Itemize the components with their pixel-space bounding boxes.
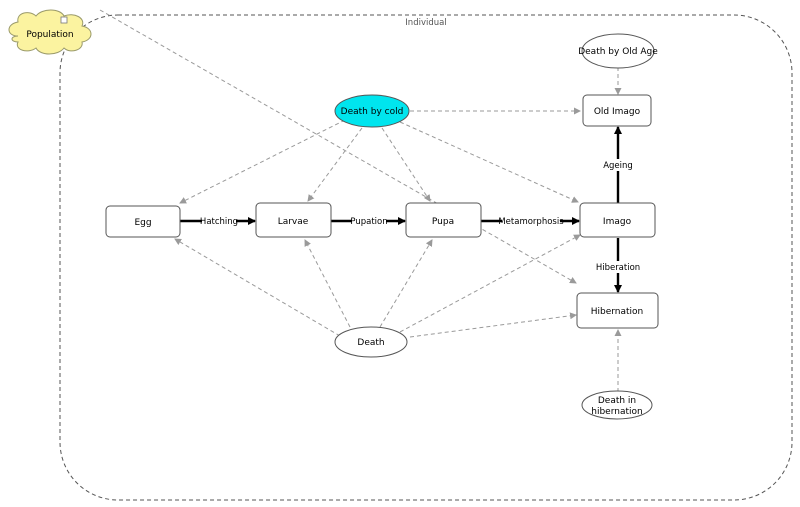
stock-pupa[interactable]: Pupa — [405, 202, 482, 238]
stock-hibernation-label: Hibernation — [591, 307, 644, 317]
edge-death-to-hibernation — [409, 312, 577, 338]
influence-edges — [99, 9, 622, 392]
label-metamorphosis: Metamorphosis — [498, 217, 564, 227]
death-label: Death — [357, 338, 384, 348]
cloud-shape — [8, 9, 92, 55]
edge-death-to-pupa — [379, 239, 433, 328]
stock-pupa-label: Pupa — [432, 217, 454, 227]
stock-egg[interactable]: Egg — [105, 205, 181, 238]
label-pupation: Pupation — [350, 217, 387, 227]
individual-container — [59, 14, 793, 501]
stock-larvae[interactable]: Larvae — [255, 202, 332, 238]
edge-death-to-egg — [174, 238, 341, 337]
variable-death-by-old-age[interactable]: Death by Old Age — [578, 33, 658, 69]
death-by-cold-label: Death by cold — [341, 107, 404, 117]
stock-old-imago-label: Old Imago — [594, 107, 641, 117]
stock-egg-label: Egg — [134, 218, 151, 228]
population-cloud[interactable]: Population — [8, 9, 92, 55]
flow-edges — [180, 126, 622, 293]
edge-cold-to-larvae — [307, 127, 363, 202]
label-ageing: Ageing — [603, 161, 633, 171]
edge-death-to-larvae — [304, 239, 351, 328]
label-hatching: Hatching — [200, 217, 238, 227]
flow-labels: Hatching Pupation Metamorphosis Ageing H… — [200, 159, 642, 273]
stock-imago[interactable]: Imago — [579, 202, 656, 238]
stock-imago-label: Imago — [603, 217, 632, 227]
container-label: Individual — [405, 18, 446, 28]
stock-old-imago[interactable]: Old Imago — [582, 94, 652, 127]
death-by-old-age-label: Death by Old Age — [578, 47, 658, 57]
stock-larvae-label: Larvae — [278, 217, 309, 227]
edge-cold-to-pupa — [381, 127, 431, 202]
edge-death-to-imago — [399, 234, 581, 333]
variable-death-by-cold[interactable]: Death by cold — [334, 94, 410, 128]
population-handle-icon[interactable] — [60, 16, 68, 24]
variable-death[interactable]: Death — [334, 326, 408, 358]
death-in-hibernation-label-line2: hibernation — [591, 407, 642, 417]
label-hiberation: Hiberation — [596, 263, 640, 273]
population-label: Population — [26, 30, 73, 40]
edge-cold-to-imago — [399, 121, 579, 203]
death-in-hibernation-label-line1: Death in — [598, 396, 636, 406]
edge-cold-to-egg — [179, 119, 346, 204]
edge-population-to-hibernation — [99, 9, 577, 284]
variable-death-in-hibernation[interactable]: Death in hibernation — [581, 390, 653, 420]
stock-hibernation[interactable]: Hibernation — [576, 292, 659, 329]
